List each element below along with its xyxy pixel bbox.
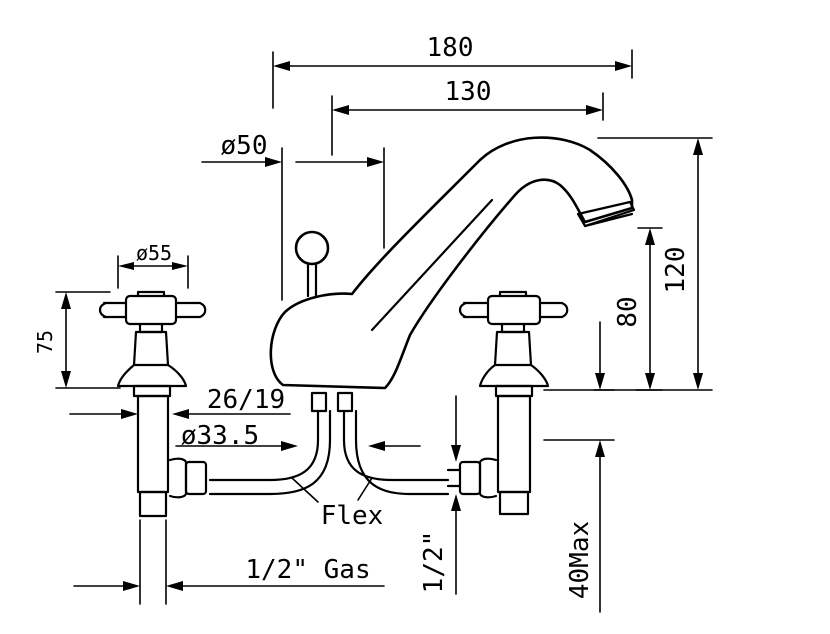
dim-spout-reach: 130 <box>331 77 604 156</box>
dim-hose-size: 26/19 <box>69 385 291 419</box>
right-cross-handle <box>446 290 569 516</box>
lever-knob <box>294 230 330 298</box>
label-connection-thread: 1/2" Gas <box>245 555 370 585</box>
dim-outlet-height: 80 <box>613 227 663 391</box>
flex-callout: Flex <box>291 477 384 531</box>
dim-overall-width: 180 <box>272 33 633 109</box>
flex-hoses <box>208 391 450 496</box>
label-overall-width: 180 <box>427 33 474 63</box>
dim-handle-diameter: ø55 <box>117 241 189 289</box>
label-hose-size: 26/19 <box>207 385 285 415</box>
dim-handle-height: 75 <box>33 291 121 389</box>
dim-spout-height: 120 <box>593 137 713 391</box>
dim-deck-thickness: 40Max <box>543 321 615 613</box>
mixer-body <box>269 136 636 390</box>
label-outlet-height: 80 <box>613 296 643 327</box>
label-spout-height: 120 <box>661 247 691 294</box>
dim-shank-diameter: ø33.5 <box>175 421 421 451</box>
dim-body-diameter: ø50 <box>201 131 385 301</box>
label-handle-height: 75 <box>33 330 57 354</box>
label-shank-diameter: ø33.5 <box>181 421 259 451</box>
label-body-diameter: ø50 <box>221 131 268 161</box>
left-cross-handle <box>98 290 208 518</box>
label-connection-vertical: 1/2" <box>419 531 449 594</box>
dim-connection-thread: 1/2" Gas <box>73 519 385 605</box>
label-deck-thickness: 40Max <box>565 521 595 599</box>
dim-connection-vertical: 1/2" <box>419 395 461 595</box>
label-flex: Flex <box>321 501 384 531</box>
label-handle-diameter: ø55 <box>136 241 172 265</box>
label-spout-reach: 130 <box>445 77 492 107</box>
